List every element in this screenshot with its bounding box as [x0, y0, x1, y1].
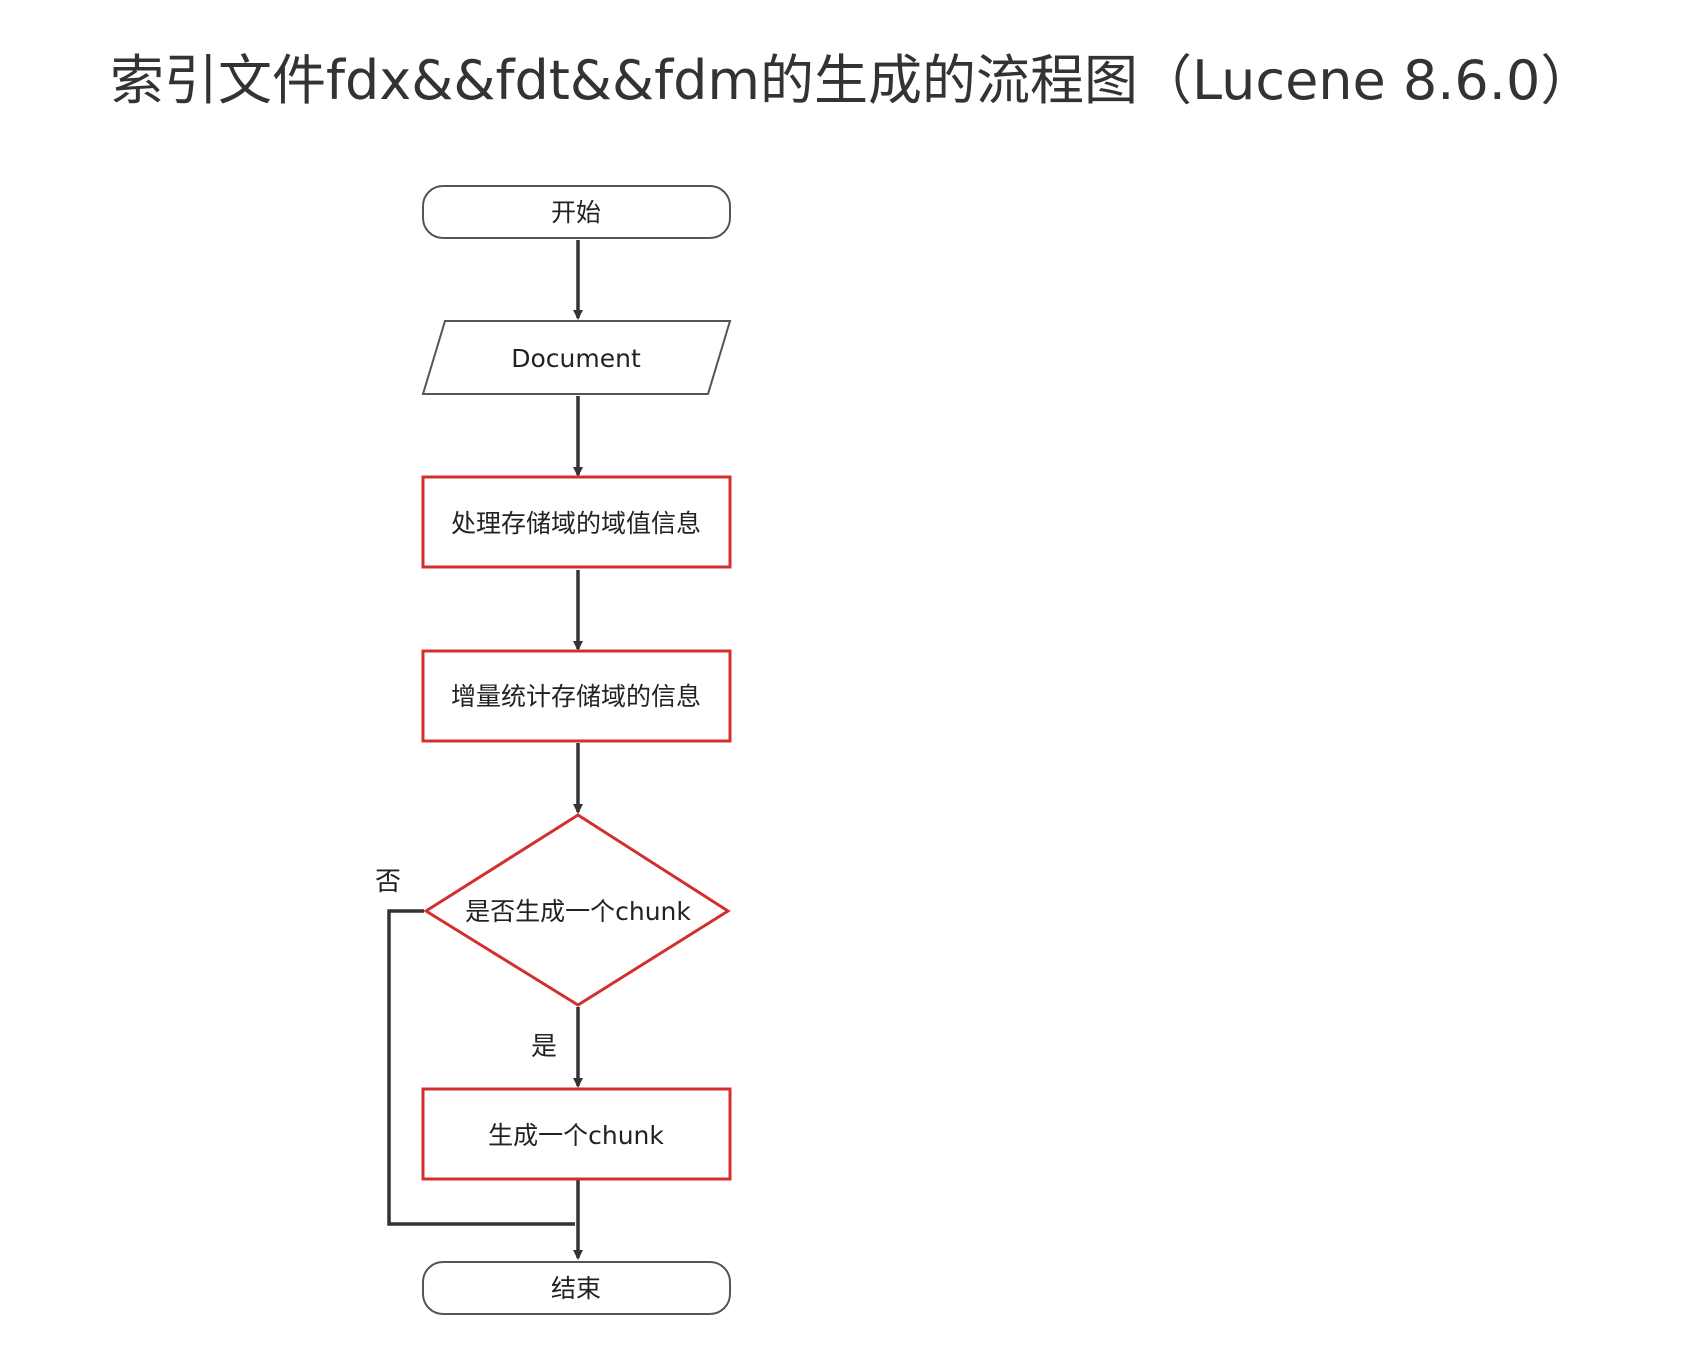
arrow-decision-no-to-end: [387, 909, 575, 1226]
start-terminator-shape: [422, 185, 731, 239]
node-process-stored-fields: 处理存储域的域值信息: [421, 475, 732, 569]
node-decision: 是否生成一个chunk: [423, 813, 731, 1007]
process-stored-fields-box: [421, 475, 732, 569]
document-label: Document: [511, 344, 641, 373]
edge-label-no: 否: [375, 867, 401, 897]
generate-chunk-label: 生成一个chunk: [488, 1121, 664, 1150]
node-end: 结束: [422, 1261, 731, 1315]
generate-chunk-box: [421, 1087, 732, 1181]
end-terminator-shape: [422, 1261, 731, 1315]
decision-diamond-shape: [423, 813, 731, 1007]
node-generate-chunk: 生成一个chunk: [421, 1087, 732, 1181]
start-label: 开始: [551, 198, 601, 227]
connectors: [387, 240, 583, 1260]
document-input-shape: [421, 320, 732, 395]
decision-label: 是否生成一个chunk: [465, 897, 691, 926]
node-count-stored-fields: 增量统计存储域的信息: [421, 649, 732, 743]
count-stored-fields-label: 增量统计存储域的信息: [451, 682, 701, 711]
node-start: 开始: [422, 185, 731, 239]
page-title: 索引文件fdx&&fdt&&fdm的生成的流程图（Lucene 8.6.0）: [110, 49, 1595, 112]
node-document: Document: [421, 320, 732, 395]
edge-label-yes: 是: [531, 1032, 557, 1062]
process-stored-fields-label: 处理存储域的域值信息: [451, 509, 701, 538]
end-label: 结束: [551, 1274, 601, 1303]
count-stored-fields-box: [421, 649, 732, 743]
